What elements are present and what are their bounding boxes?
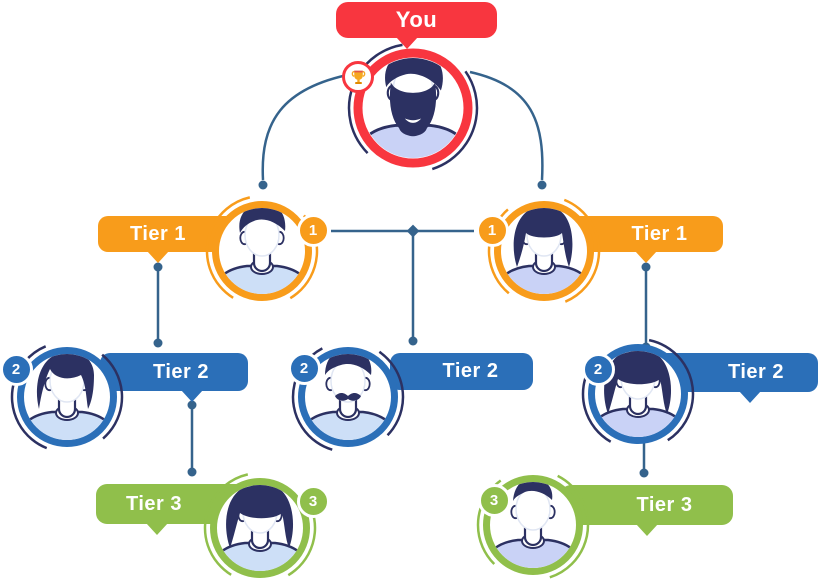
avatar-tier3-right <box>473 465 593 586</box>
avatar-tier2-right <box>578 334 698 459</box>
avatar-tier3-left <box>200 468 320 586</box>
label-pointer <box>636 524 658 536</box>
label-pointer <box>146 523 168 535</box>
badge-number: 1 <box>308 221 318 239</box>
tier2-left-label: Tier 2 <box>100 353 248 402</box>
tier1-left-label-text: Tier 1 <box>130 222 186 245</box>
tier2-right-label-text: Tier 2 <box>728 361 784 383</box>
badge-number: 2 <box>593 360 603 378</box>
tier1-right-badge: 1 <box>475 213 509 247</box>
tier2-left-badge: 2 <box>0 352 33 386</box>
tier3-left-label-text: Tier 3 <box>126 492 182 515</box>
tier2-middle-label-text: Tier 2 <box>442 360 499 382</box>
tier1-right-label-text: Tier 1 <box>631 222 688 245</box>
badge-number: 1 <box>487 221 497 239</box>
avatar-tier1-left <box>202 191 322 316</box>
badge-number: 2 <box>299 359 309 377</box>
avatar-tier2-left <box>7 337 127 462</box>
badge-number: 3 <box>308 492 318 510</box>
label-pointer <box>147 251 169 263</box>
avatar-you <box>345 40 481 181</box>
tier3-right-label-text: Tier 3 <box>636 493 693 516</box>
badge-number: 3 <box>489 491 499 509</box>
tier3-left-badge: 3 <box>296 484 330 518</box>
you-label: You <box>336 2 497 49</box>
avatar-tier2-middle <box>288 337 408 462</box>
label-pointer <box>635 251 657 263</box>
avatar-tier1-right <box>484 191 604 316</box>
tier1-left-badge: 1 <box>296 213 330 247</box>
trophy-badge <box>342 61 374 93</box>
trophy-icon <box>351 70 365 84</box>
tier2-left-label-text: Tier 2 <box>153 360 209 383</box>
tier2-right-badge: 2 <box>581 352 615 386</box>
badge-number: 2 <box>11 360 21 378</box>
label-pointer <box>181 390 203 402</box>
you-label-text: You <box>395 7 438 32</box>
label-pointer <box>739 391 761 403</box>
tier2-middle-label: Tier 2 <box>390 353 533 390</box>
tier3-right-badge: 3 <box>477 483 511 517</box>
tier2-middle-badge: 2 <box>287 351 321 385</box>
